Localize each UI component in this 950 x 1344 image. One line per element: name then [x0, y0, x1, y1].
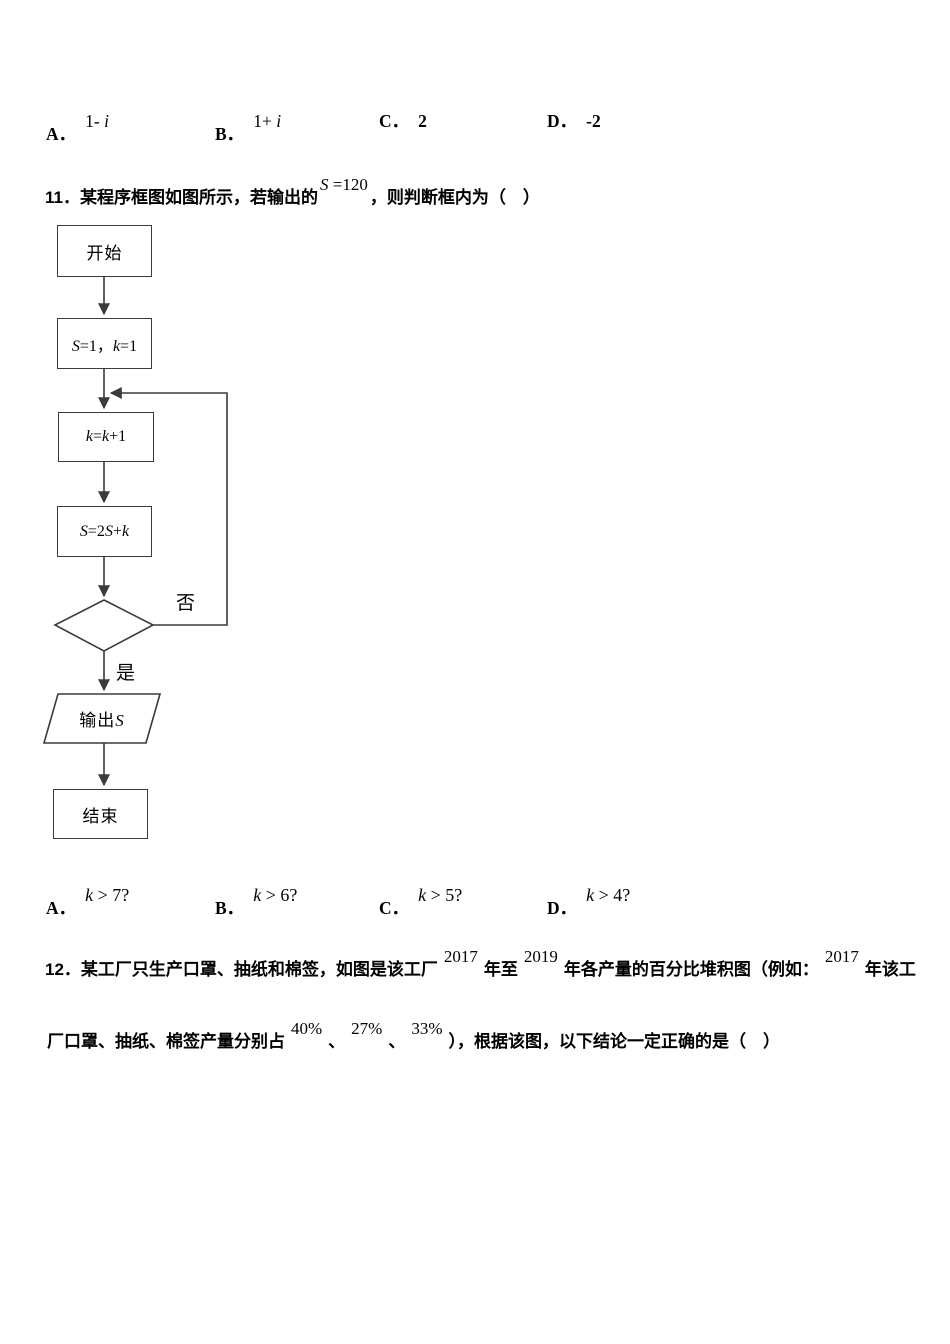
q12-pct3: 33%: [411, 1019, 443, 1038]
decision-no-label: 否: [176, 593, 196, 614]
option-b-q11-value: k > 6?: [253, 885, 298, 905]
q12-sep1: 、: [328, 1032, 346, 1051]
option-c-top-value: 2: [418, 111, 427, 131]
flowchart-init-box: S=1，k=1: [57, 318, 152, 369]
flowchart-end-label: 结束: [82, 806, 119, 826]
flowchart-output-expr: 输出S: [79, 711, 125, 730]
feedback-loop-arrow: [109, 387, 228, 626]
flowchart-output-parallelogram: [42, 693, 162, 744]
option-b-q11: B． k > 6?: [215, 882, 297, 923]
q12-l1-seg3: 年各产量的百分比堆积图（例如：: [563, 960, 819, 979]
flowchart-connectors: [42, 275, 228, 787]
q12-year2: 2019: [523, 947, 558, 966]
q12-pct1: 40%: [291, 1019, 323, 1038]
q12-l2-seg2: ），根据该图，以下结论一定正确的是（ ）: [448, 1032, 781, 1051]
option-d-q11-label: D．: [547, 898, 578, 918]
option-a-top-value: 1- i: [85, 111, 109, 131]
option-d-q11: D． k > 4?: [547, 882, 630, 923]
option-c-q11: C． k > 5?: [379, 882, 462, 923]
question-11-text-before: 某程序框图如图所示，若输出的: [79, 188, 318, 207]
q12-sep2: 、: [388, 1032, 406, 1051]
question-12-number: 12．: [45, 960, 81, 979]
flowchart-decision-diamond: [53, 599, 155, 652]
flowchart-increment-expr: k=k+1: [85, 428, 127, 445]
option-b-top: B． 1+ i: [215, 108, 281, 149]
flowchart-start-box: 开始: [57, 225, 152, 277]
question-12-line2: 厂口罩、抽纸、棉签产量分别占 40% 、 27% 、 33% ），根据该图，以下结论一定正确…: [47, 1016, 780, 1056]
option-c-top-label: C．: [379, 111, 410, 131]
q12-l1-seg2: 年至: [483, 960, 518, 979]
option-c-top: C． 2: [379, 108, 427, 136]
flowchart: 开始 S=1，k=1 k=k+1 S=2S+k 否 是 输出S 结束: [40, 220, 250, 850]
option-c-q11-label: C．: [379, 898, 410, 918]
option-b-top-label: B．: [215, 124, 245, 144]
q12-l1-seg4: 年该工: [864, 960, 916, 979]
flowchart-init-expr: S=1，k=1: [71, 337, 138, 355]
option-a-q11-value: k > 7?: [85, 885, 130, 905]
decision-yes-label: 是: [116, 663, 136, 684]
q12-l2-seg1: 厂口罩、抽纸、棉签产量分别占: [47, 1032, 285, 1051]
q12-l1-seg1: 某工厂只生产口罩、抽纸和棉签，如图是该工厂: [80, 960, 438, 979]
option-b-top-value: 1+ i: [253, 111, 282, 131]
question-11-text-after: ，则判断框内为（ ）: [369, 188, 540, 207]
option-d-top: D． -2: [547, 108, 601, 136]
flowchart-start-label: 开始: [86, 243, 123, 263]
option-c-q11-value: k > 5?: [418, 885, 463, 905]
flowchart-update-box: S=2S+k: [57, 506, 152, 557]
flowchart-output-text: 输出S: [54, 706, 150, 731]
option-d-top-label: D．: [547, 111, 578, 131]
question-11-stem: 11．某程序框图如图所示，若输出的S =120，则判断框内为（ ）: [45, 172, 540, 212]
option-a-top: A． 1- i: [46, 108, 109, 149]
option-d-q11-value: k > 4?: [586, 885, 631, 905]
option-a-q11-label: A．: [46, 898, 77, 918]
option-a-q11: A． k > 7?: [46, 882, 129, 923]
question-11-formula: S =120: [319, 175, 368, 194]
question-11-number: 11．: [45, 188, 80, 207]
q12-pct2: 27%: [351, 1019, 383, 1038]
option-b-q11-label: B．: [215, 898, 245, 918]
question-12-line1: 12．某工厂只生产口罩、抽纸和棉签，如图是该工厂 2017 年至 2019 年各产量的百…: [45, 944, 916, 984]
flowchart-increment-box: k=k+1: [58, 412, 154, 462]
flowchart-end-box: 结束: [53, 789, 148, 839]
flowchart-update-expr: S=2S+k: [79, 522, 130, 540]
option-a-top-label: A．: [46, 124, 77, 144]
q12-year1: 2017: [443, 947, 478, 966]
option-d-top-value: -2: [586, 111, 601, 131]
q12-year3: 2017: [824, 947, 859, 966]
